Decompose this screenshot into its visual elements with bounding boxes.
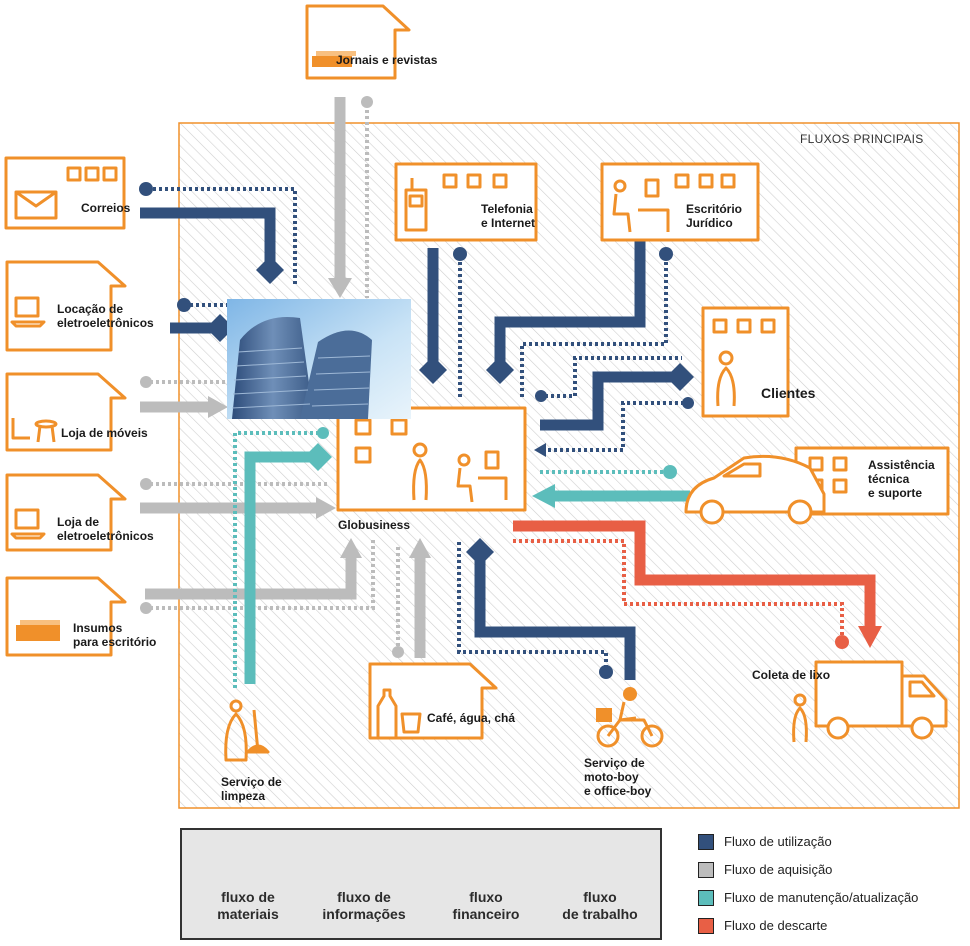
frame-title: FLUXOS PRINCIPAIS xyxy=(800,132,924,146)
building-photo xyxy=(227,299,411,419)
assistencia-label-line2: técnica xyxy=(868,472,910,486)
legend-swatch xyxy=(698,890,714,906)
car-icon xyxy=(684,454,826,525)
limpeza-label-line1: Serviço de xyxy=(221,775,282,789)
telefonia-label-line2: e Internet xyxy=(481,216,536,230)
legend-materiais-line1: fluxo xyxy=(221,889,255,905)
locacao-node xyxy=(5,260,127,352)
legend-trabalho-label: fluxo de trabalho xyxy=(544,889,656,923)
legend-financeiro-line2: financeiro xyxy=(452,906,520,922)
telefonia-label-line1: Telefonia xyxy=(481,202,533,216)
globusiness-label: Globusiness xyxy=(338,518,411,532)
clientes-node xyxy=(701,306,790,418)
motoboy-node xyxy=(596,687,664,748)
limpeza-label: Serviço de limpeza xyxy=(221,775,282,803)
loja-eletro-label-line2: eletroeletrônicos xyxy=(57,529,154,543)
insumos-label-line1: Insumos xyxy=(73,621,123,635)
motoboy-label-line1: Serviço de xyxy=(584,756,645,770)
insumos-label-line2: para escritório xyxy=(73,635,157,649)
legend-financeiro-line1: fluxo xyxy=(469,889,503,905)
legend-item-descarte: Fluxo de descarte xyxy=(698,914,970,936)
juridico-label: Escritório Jurídico xyxy=(686,202,742,230)
legend-item-manutencao: Fluxo de manutenção/atualização xyxy=(698,886,970,908)
telefonia-node xyxy=(394,162,538,242)
coleta-node xyxy=(792,660,948,743)
truck-icon xyxy=(814,660,948,740)
utilizacao-flows xyxy=(139,182,694,680)
person-icon xyxy=(716,350,736,407)
phone-icon xyxy=(404,178,428,232)
legend-materiais-line3: materiais xyxy=(217,906,279,922)
descarte-flows xyxy=(513,520,882,649)
legend-item-label: Fluxo de aquisição xyxy=(724,862,833,877)
aquisicao-flows xyxy=(140,96,431,658)
newspaper-icon xyxy=(312,51,356,67)
legend-financeiro-label: fluxo financeiro xyxy=(436,889,536,923)
motorcycle-icon xyxy=(596,687,664,748)
assistencia-label-line3: e suporte xyxy=(868,486,923,500)
legend-item-label: Fluxo de manutenção/atualização xyxy=(724,890,919,905)
legend-materiais-line2: de xyxy=(258,889,275,905)
legend-informacoes-label: fluxo de informações xyxy=(302,889,426,923)
assistencia-label: Assistência técnica e suporte xyxy=(868,458,935,500)
correios-node xyxy=(4,156,126,230)
clientes-label: Clientes xyxy=(761,385,816,401)
paper-stack-icon xyxy=(16,620,60,641)
desk-person-icon xyxy=(612,178,670,233)
envelope-icon xyxy=(14,190,58,220)
assistencia-node xyxy=(684,446,950,525)
motoboy-label-line2: moto-boy xyxy=(584,770,639,784)
legend-swatch xyxy=(698,834,714,850)
laptop-icon xyxy=(10,296,46,328)
arrow-type-legend xyxy=(180,828,662,940)
bottle-cup-icon xyxy=(376,688,422,740)
locacao-label-line1: Locação de xyxy=(57,302,124,316)
locacao-label-line2: eletroeletrônicos xyxy=(57,316,154,330)
laptop-icon xyxy=(10,508,46,540)
juridico-label-line1: Escritório xyxy=(686,202,743,216)
legend-item-aquisicao: Fluxo de aquisição xyxy=(698,858,970,880)
motoboy-label: Serviço de moto-boy e office-boy xyxy=(584,756,651,798)
legend-item-label: Fluxo de utilização xyxy=(724,834,832,849)
furniture-icon xyxy=(11,418,58,443)
jornais-node xyxy=(305,4,411,80)
legend-item-utilizacao: Fluxo de utilização xyxy=(698,830,970,852)
insumos-label: Insumos para escritório xyxy=(73,621,156,649)
cleaner-icon xyxy=(224,699,270,762)
jornais-label: Jornais e revistas xyxy=(336,53,438,67)
motoboy-label-line3: e office-boy xyxy=(584,784,652,798)
juridico-label-line2: Jurídico xyxy=(686,216,733,230)
limpeza-label-line2: limpeza xyxy=(221,789,266,803)
juridico-node xyxy=(600,162,760,242)
globusiness-node xyxy=(336,406,527,512)
legend-swatch xyxy=(698,862,714,878)
legend-informacoes-line2: informações xyxy=(322,906,406,922)
loja-moveis-label: Loja de móveis xyxy=(61,426,148,440)
manutencao-flows xyxy=(233,427,690,688)
legend-informacoes-line1: fluxo de xyxy=(337,889,391,905)
loja-moveis-node xyxy=(5,372,127,452)
correios-label: Correios xyxy=(81,201,131,215)
legend-materiais-label: fluxo de materiais xyxy=(200,889,296,923)
locacao-label: Locação de eletroeletrônicos xyxy=(57,302,154,330)
loja-eletro-label-line1: Loja de xyxy=(57,515,100,529)
limpeza-node xyxy=(224,699,270,762)
legend-item-label: Fluxo de descarte xyxy=(724,918,828,933)
legend-trabalho-line2: de trabalho xyxy=(562,906,638,922)
legend-swatch xyxy=(698,918,714,934)
legend-trabalho-line1: fluxo xyxy=(583,889,617,905)
loja-eletro-label: Loja de eletroeletrônicos xyxy=(57,515,154,543)
loja-eletro-node xyxy=(5,473,127,552)
coleta-label: Coleta de lixo xyxy=(752,668,831,682)
telefonia-label: Telefonia e Internet xyxy=(481,202,535,230)
assistencia-label-line1: Assistência xyxy=(868,458,935,472)
cafe-node xyxy=(368,662,498,740)
cafe-label: Café, água, chá xyxy=(427,711,516,725)
insumos-node xyxy=(5,576,127,657)
